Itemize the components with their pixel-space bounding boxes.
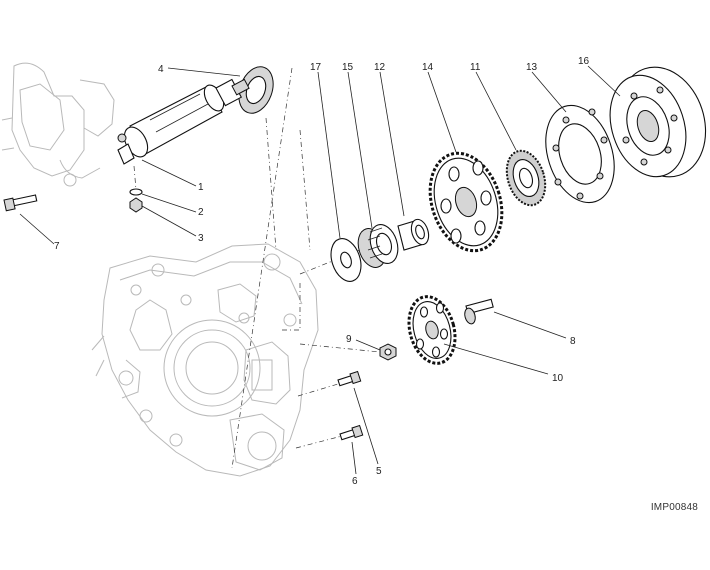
callout-17: 17	[310, 62, 322, 73]
callout-5: 5	[376, 466, 382, 477]
callout-10: 10	[552, 373, 564, 384]
callout-1: 1	[198, 182, 204, 193]
part-14-starter-gear	[428, 151, 504, 253]
part-15-needle-bearing	[357, 224, 399, 268]
part-17-thrust-washer	[330, 238, 362, 282]
leader-lines	[19, 65, 621, 475]
part-3-nut	[129, 197, 143, 213]
part-12-bushing	[397, 218, 430, 251]
part-11-freewheel	[505, 149, 547, 207]
callout-8: 8	[570, 336, 576, 347]
part-16-flywheel	[609, 66, 707, 178]
callout-2: 2	[198, 207, 204, 218]
drawing-reference-code: IMP00848	[650, 502, 698, 513]
callout-11: 11	[470, 62, 481, 73]
part-4-starter-gasket	[238, 66, 274, 114]
part-7-bolt	[3, 194, 38, 212]
part-13-freewheel-housing	[545, 104, 615, 204]
callout-9: 9	[346, 334, 352, 345]
callout-15: 15	[342, 62, 354, 73]
part-8-gear-shaft	[464, 298, 494, 325]
callout-3: 3	[198, 233, 204, 244]
callout-4: 4	[158, 64, 164, 75]
callout-13: 13	[526, 62, 538, 73]
part-6-bolt	[339, 424, 364, 441]
part-10-idler-gear	[407, 295, 457, 365]
part-1-starter-motor	[117, 78, 250, 165]
callout-16: 16	[578, 56, 590, 67]
callout-6: 6	[352, 476, 358, 487]
part-5-bolt	[337, 370, 362, 387]
part-2-washer	[129, 188, 143, 196]
part-9-nut	[379, 343, 397, 361]
callout-12: 12	[374, 62, 386, 73]
callout-14: 14	[422, 62, 434, 73]
callout-labels: 4 1 2 3 7 17 15 12 14 11 13 16 8 9 10 5 …	[54, 56, 590, 487]
callout-7: 7	[54, 241, 60, 252]
engine-crankcase-ghost	[1, 62, 319, 477]
